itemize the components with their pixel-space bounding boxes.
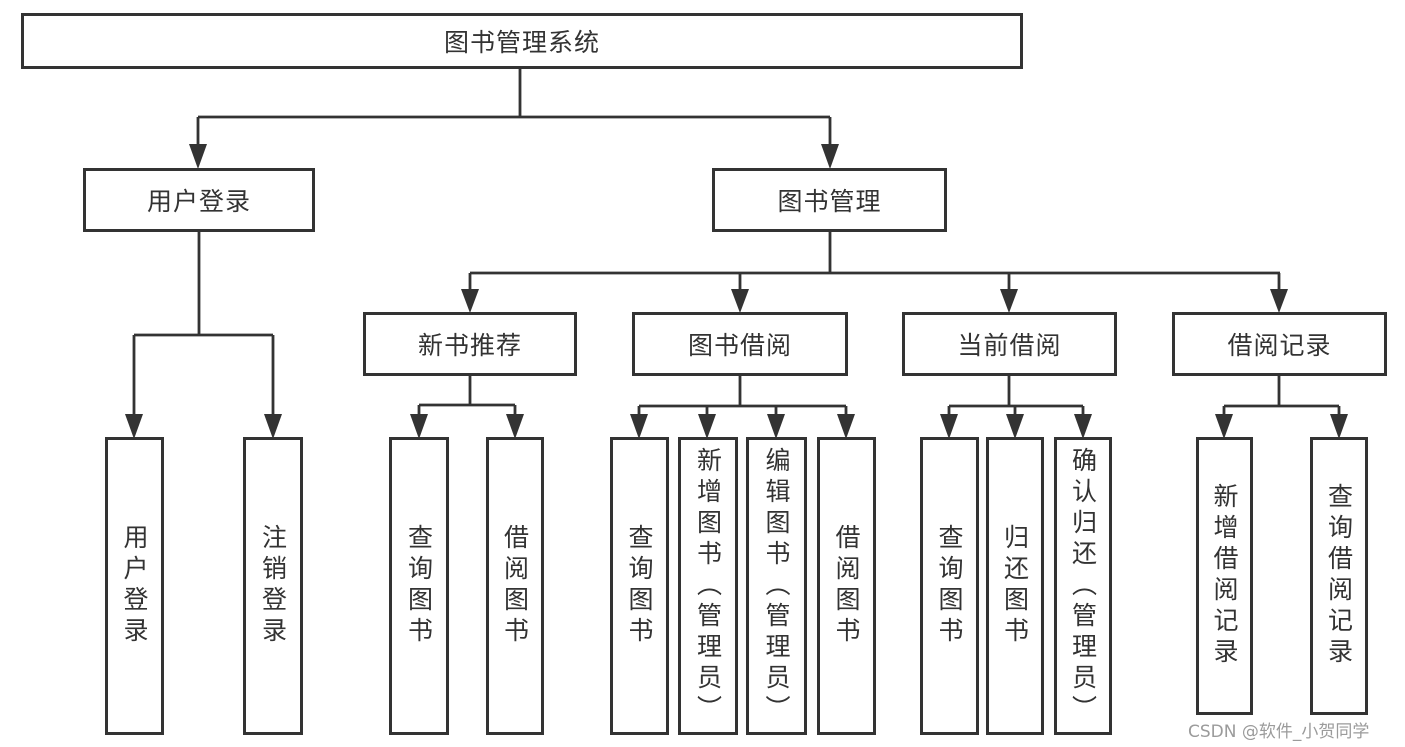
node-label: 当前借阅 — [957, 331, 1062, 360]
node-label: 图书借阅 — [687, 331, 792, 360]
leaf-label: 新增借阅记录 — [1210, 483, 1239, 669]
leaf-label: 查询图书 — [625, 524, 654, 648]
leaf-label: 用户登录 — [120, 524, 149, 648]
leaf-add-borrow-record: 新增借阅记录 — [1196, 437, 1253, 715]
leaf-logout: 注销登录 — [243, 437, 303, 735]
node-label: 借阅记录 — [1227, 331, 1332, 360]
node-label: 图书管理系统 — [443, 28, 600, 57]
node-label: 图书管理 — [777, 187, 882, 216]
leaf-label: 注销登录 — [258, 524, 288, 648]
node-book-management-branch: 图书管理 — [712, 168, 947, 232]
leaf-query-borrow-record: 查询借阅记录 — [1310, 437, 1368, 715]
csdn-watermark: CSDN @软件_小贺同学 — [1188, 722, 1370, 742]
leaf-confirm-return-admin: 确认归还（管理员） — [1054, 437, 1112, 735]
leaf-query-books-recommend: 查询图书 — [389, 437, 449, 735]
leaf-label: 查询借阅记录 — [1324, 483, 1354, 669]
leaf-label: 确认归还（管理员） — [1068, 446, 1098, 726]
leaf-edit-books-admin: 编辑图书（管理员） — [746, 437, 807, 735]
leaf-add-books-admin: 新增图书（管理员） — [678, 437, 738, 735]
node-borrowing-records: 借阅记录 — [1172, 312, 1387, 376]
leaf-borrow-books-recommend: 借阅图书 — [486, 437, 544, 735]
leaf-label: 查询图书 — [935, 524, 964, 648]
leaf-label: 借阅图书 — [500, 524, 530, 648]
leaf-label: 编辑图书（管理员） — [762, 446, 791, 726]
leaf-label: 新增图书（管理员） — [693, 446, 723, 726]
node-new-book-recommend: 新书推荐 — [363, 312, 577, 376]
node-label: 新书推荐 — [417, 331, 522, 360]
node-current-borrowing: 当前借阅 — [902, 312, 1117, 376]
leaf-query-books-current: 查询图书 — [920, 437, 979, 735]
leaf-label: 归还图书 — [1000, 524, 1030, 648]
leaf-return-books: 归还图书 — [986, 437, 1044, 735]
leaf-label: 查询图书 — [404, 524, 434, 648]
leaf-borrow-books: 借阅图书 — [817, 437, 876, 735]
node-library-system-root: 图书管理系统 — [21, 13, 1023, 69]
node-book-borrowing: 图书借阅 — [632, 312, 848, 376]
leaf-label: 借阅图书 — [832, 524, 861, 648]
node-label: 用户登录 — [146, 187, 251, 216]
leaf-query-books-borrowing: 查询图书 — [610, 437, 669, 735]
node-user-login-branch: 用户登录 — [83, 168, 315, 232]
leaf-user-login: 用户登录 — [105, 437, 164, 735]
